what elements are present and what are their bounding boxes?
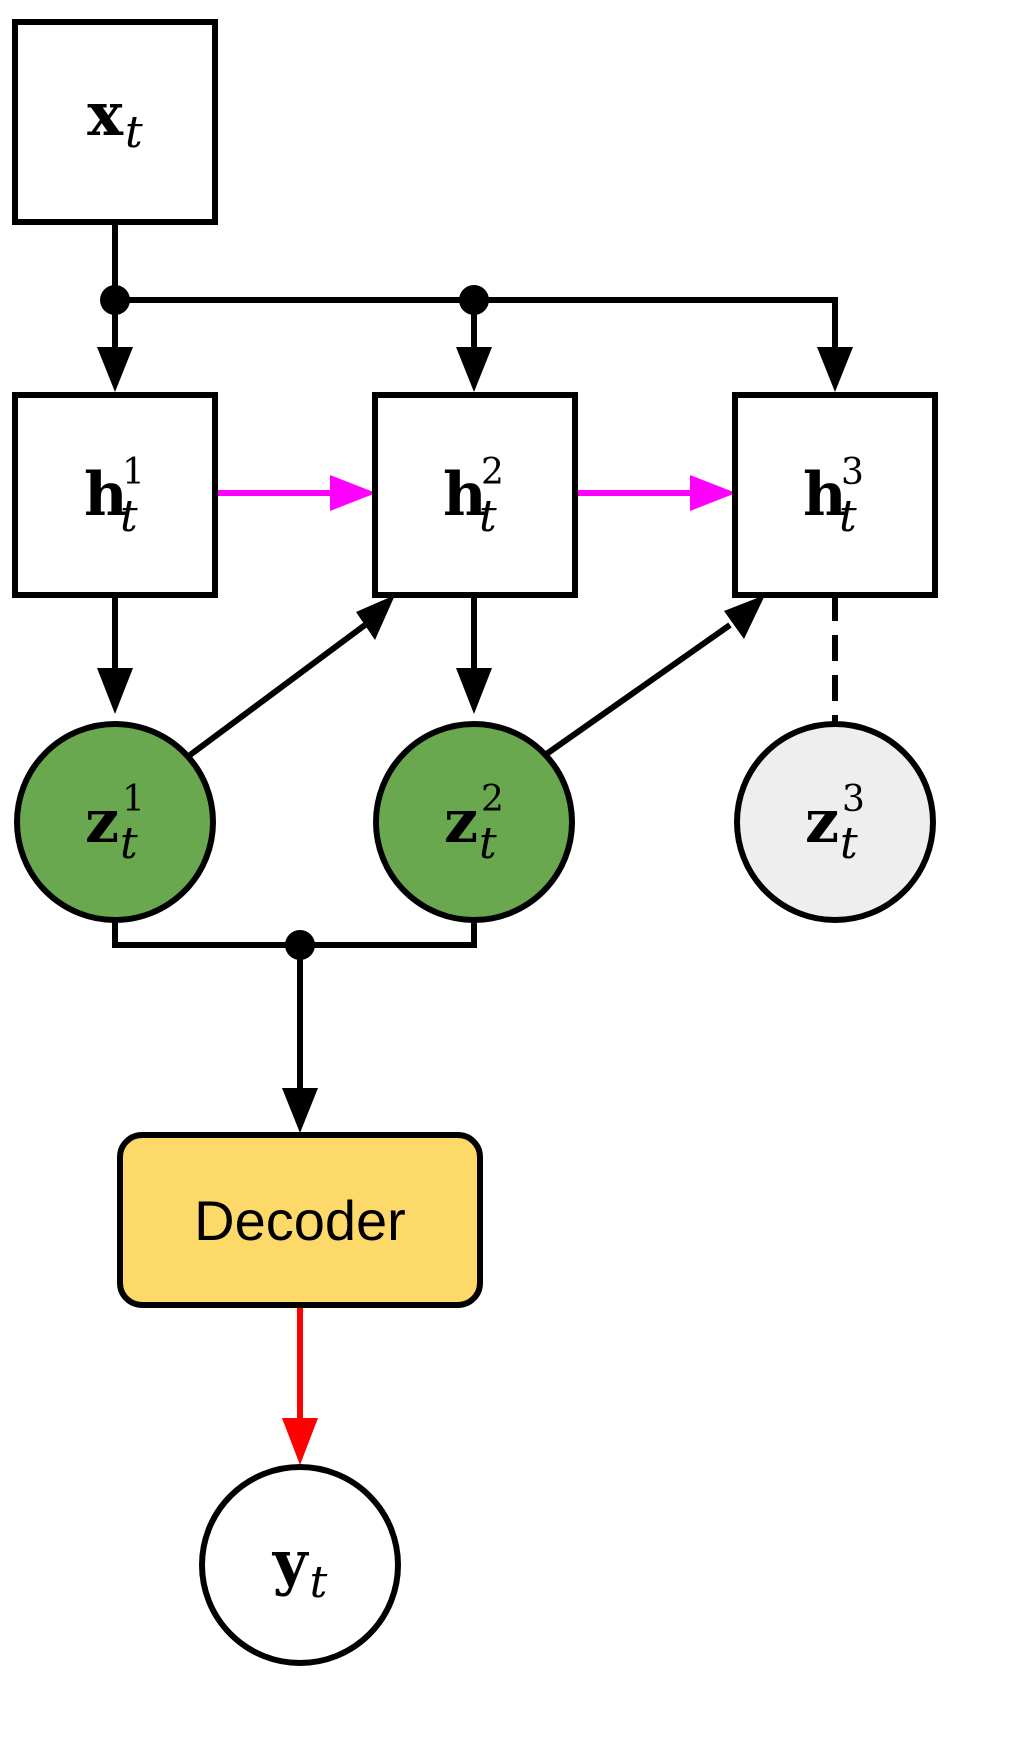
node-x: xt bbox=[12, 19, 218, 225]
arrowhead-h1-to-h2 bbox=[330, 475, 376, 511]
node-z2-sup: 2 bbox=[481, 779, 504, 820]
node-z3: z 3 t bbox=[734, 721, 936, 923]
edge-z2-to-h3 bbox=[543, 622, 732, 758]
node-z3-sup: 3 bbox=[842, 779, 865, 820]
node-y-base: y bbox=[272, 1528, 310, 1598]
arrowhead-to-h2 bbox=[456, 347, 492, 392]
edge-z1-to-h2 bbox=[188, 622, 367, 758]
output-arrow bbox=[282, 1305, 318, 1465]
node-y: yt bbox=[199, 1464, 401, 1666]
svg-text:yt: yt bbox=[272, 1528, 328, 1608]
recurrent-arrows bbox=[215, 475, 736, 511]
node-z1: z 1 t bbox=[14, 721, 216, 923]
node-h3-base: h bbox=[803, 460, 847, 530]
node-z2-sub: t bbox=[479, 818, 497, 869]
node-z1-sup: 1 bbox=[122, 779, 145, 820]
junction-dot-left bbox=[100, 285, 130, 315]
node-z3-sub: t bbox=[840, 818, 858, 869]
node-h1-base: h bbox=[84, 460, 128, 530]
arrowhead-to-z2 bbox=[456, 668, 492, 714]
node-h2-sup: 2 bbox=[481, 452, 504, 493]
node-x-base: x bbox=[87, 80, 124, 150]
arrowhead-to-h3 bbox=[817, 347, 853, 392]
node-h1-sub: t bbox=[120, 491, 138, 542]
decoder-block: Decoder bbox=[117, 1132, 483, 1308]
node-h2: h 2 t bbox=[372, 392, 578, 598]
node-h2-base: h bbox=[443, 460, 487, 530]
node-h1: h 1 t bbox=[12, 392, 218, 598]
node-z2: z 2 t bbox=[373, 721, 575, 923]
junction-dot-merge bbox=[285, 930, 315, 960]
node-z2-base: z bbox=[444, 787, 478, 857]
node-z1-sub: t bbox=[120, 818, 138, 869]
arrowhead-to-decoder bbox=[282, 1088, 318, 1133]
node-h1-sup: 1 bbox=[122, 452, 145, 493]
node-h3-sup: 3 bbox=[841, 452, 864, 493]
arrowhead-to-z1 bbox=[97, 668, 133, 714]
node-z1-base: z bbox=[85, 787, 119, 857]
arrowhead-z2-to-h3 bbox=[724, 595, 765, 639]
svg-text:xt: xt bbox=[87, 80, 143, 158]
node-x-sub: t bbox=[125, 107, 143, 158]
junction-dot-middle bbox=[459, 285, 489, 315]
junctions bbox=[100, 285, 489, 960]
arrowheads bbox=[97, 347, 853, 1133]
node-h3-sub: t bbox=[839, 491, 857, 542]
edge-bus-x-to-h3 bbox=[115, 297, 838, 355]
arrowhead-decoder-to-y bbox=[282, 1418, 318, 1465]
decoder-label: Decoder bbox=[194, 1189, 406, 1252]
node-h3: h 3 t bbox=[732, 392, 938, 598]
arrowhead-z1-to-h2 bbox=[356, 595, 395, 640]
node-h2-sub: t bbox=[479, 491, 497, 542]
node-z3-base: z bbox=[805, 787, 839, 857]
arrowhead-h2-to-h3 bbox=[690, 475, 736, 511]
arrowhead-to-h1 bbox=[97, 347, 133, 392]
node-y-sub: t bbox=[310, 1557, 328, 1608]
